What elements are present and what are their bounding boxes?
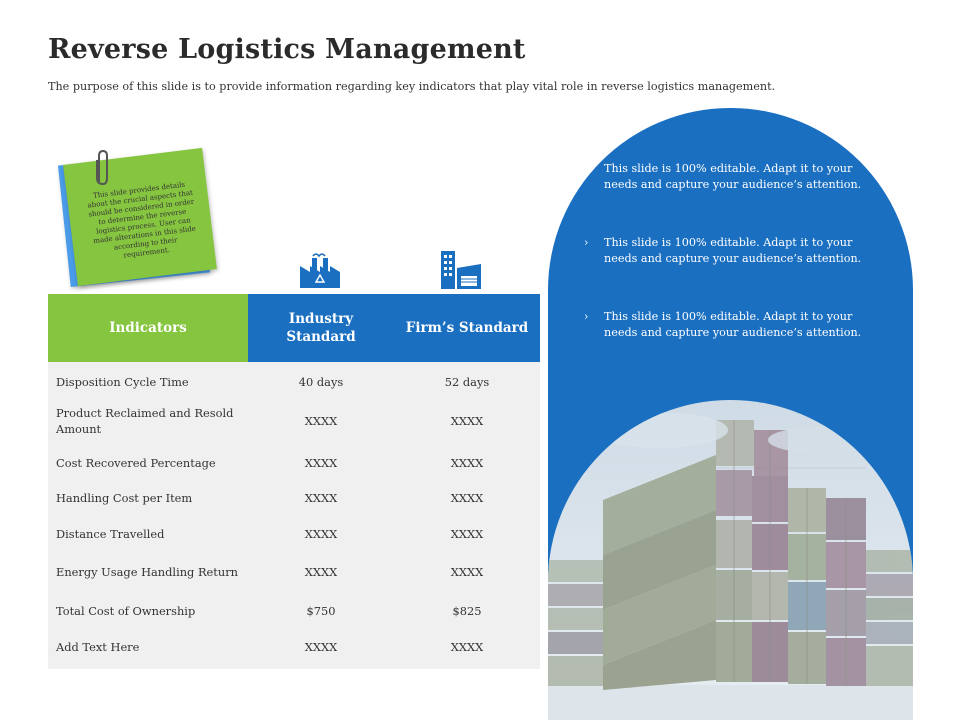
row-industry-value: 40 days	[298, 374, 344, 389]
row-firm-value: XXXX	[450, 565, 484, 579]
factory-icon	[300, 253, 340, 288]
row-firm-value: XXXX	[450, 640, 484, 654]
row-indicator: Cost Recovered Percentage	[56, 455, 216, 470]
row-indicator: Add Text Here	[56, 640, 140, 654]
indicators-table: Indicators Industry Standard Firm’s Stan…	[48, 294, 540, 669]
row-industry-value: XXXX	[304, 565, 338, 579]
row-industry-value: XXXX	[304, 640, 338, 654]
bullet-marker: ›	[584, 236, 589, 249]
row-indicator: Handling Cost per Item	[56, 491, 193, 505]
row-firm-value: XXXX	[450, 455, 484, 470]
header-blue-group: Industry Standard Firm’s Standard	[248, 294, 540, 362]
table-row: Add Text Here XXXX XXXX	[48, 629, 540, 665]
row-industry-value: XXXX	[304, 455, 338, 470]
table-row: Handling Cost per Item XXXX XXXX	[48, 480, 540, 516]
row-indicator: Disposition Cycle Time	[56, 374, 189, 389]
row-indicator: Distance Travelled	[56, 526, 165, 541]
table-row: Disposition Cycle Time 40 days 52 days	[48, 366, 540, 397]
shipping-containers-image	[548, 400, 913, 720]
row-indicator: Product Reclaimed and Resold Amount	[56, 406, 234, 436]
table-header: Indicators Industry Standard Firm’s Stan…	[48, 294, 540, 362]
table-row: Distance Travelled XXXX XXXX	[48, 516, 540, 551]
row-firm-value: XXXX	[450, 491, 484, 505]
row-industry-value: XXXX	[304, 491, 338, 505]
row-firm-value: 52 days	[444, 374, 490, 389]
bullet-marker: ›	[584, 310, 589, 323]
header-industry-standard: Industry Standard	[248, 294, 394, 362]
bullet-text: This slide is 100% editable. Adapt it to…	[604, 310, 862, 339]
bullet-text: This slide is 100% editable. Adapt it to…	[604, 236, 862, 265]
header-industry-line2: Standard	[286, 329, 356, 345]
row-industry-value: XXXX	[304, 414, 338, 428]
row-firm-value: XXXX	[450, 414, 484, 428]
table-row: Product Reclaimed and Resold Amount XXXX…	[48, 397, 540, 445]
row-firm-value: $825	[452, 604, 482, 618]
row-industry-value: $750	[306, 604, 336, 618]
row-indicator: Total Cost of Ownership	[56, 604, 196, 618]
table-row: Cost Recovered Percentage XXXX XXXX	[48, 445, 540, 480]
paperclip-icon	[96, 149, 108, 186]
containers-illustration	[548, 400, 913, 720]
row-industry-value: XXXX	[304, 526, 338, 541]
page-subtitle: The purpose of this slide is to provide …	[48, 80, 776, 93]
row-indicator: Energy Usage Handling Return	[56, 565, 238, 579]
sticky-note-text: This slide provides details about the cr…	[84, 180, 202, 265]
table-row: Energy Usage Handling Return XXXX XXXX	[48, 551, 540, 593]
bullet-text: This slide is 100% editable. Adapt it to…	[604, 162, 862, 191]
header-industry-line1: Industry	[288, 311, 354, 327]
table-body: Disposition Cycle Time 40 days 52 days P…	[48, 362, 540, 669]
row-firm-value: XXXX	[450, 526, 484, 541]
header-indicators: Indicators	[48, 294, 248, 362]
building-icon	[441, 251, 481, 289]
table-row: Total Cost of Ownership $750 $825	[48, 593, 540, 629]
header-firm-standard: Firm’s Standard	[405, 320, 529, 336]
page-title: Reverse Logistics Management	[48, 34, 526, 65]
